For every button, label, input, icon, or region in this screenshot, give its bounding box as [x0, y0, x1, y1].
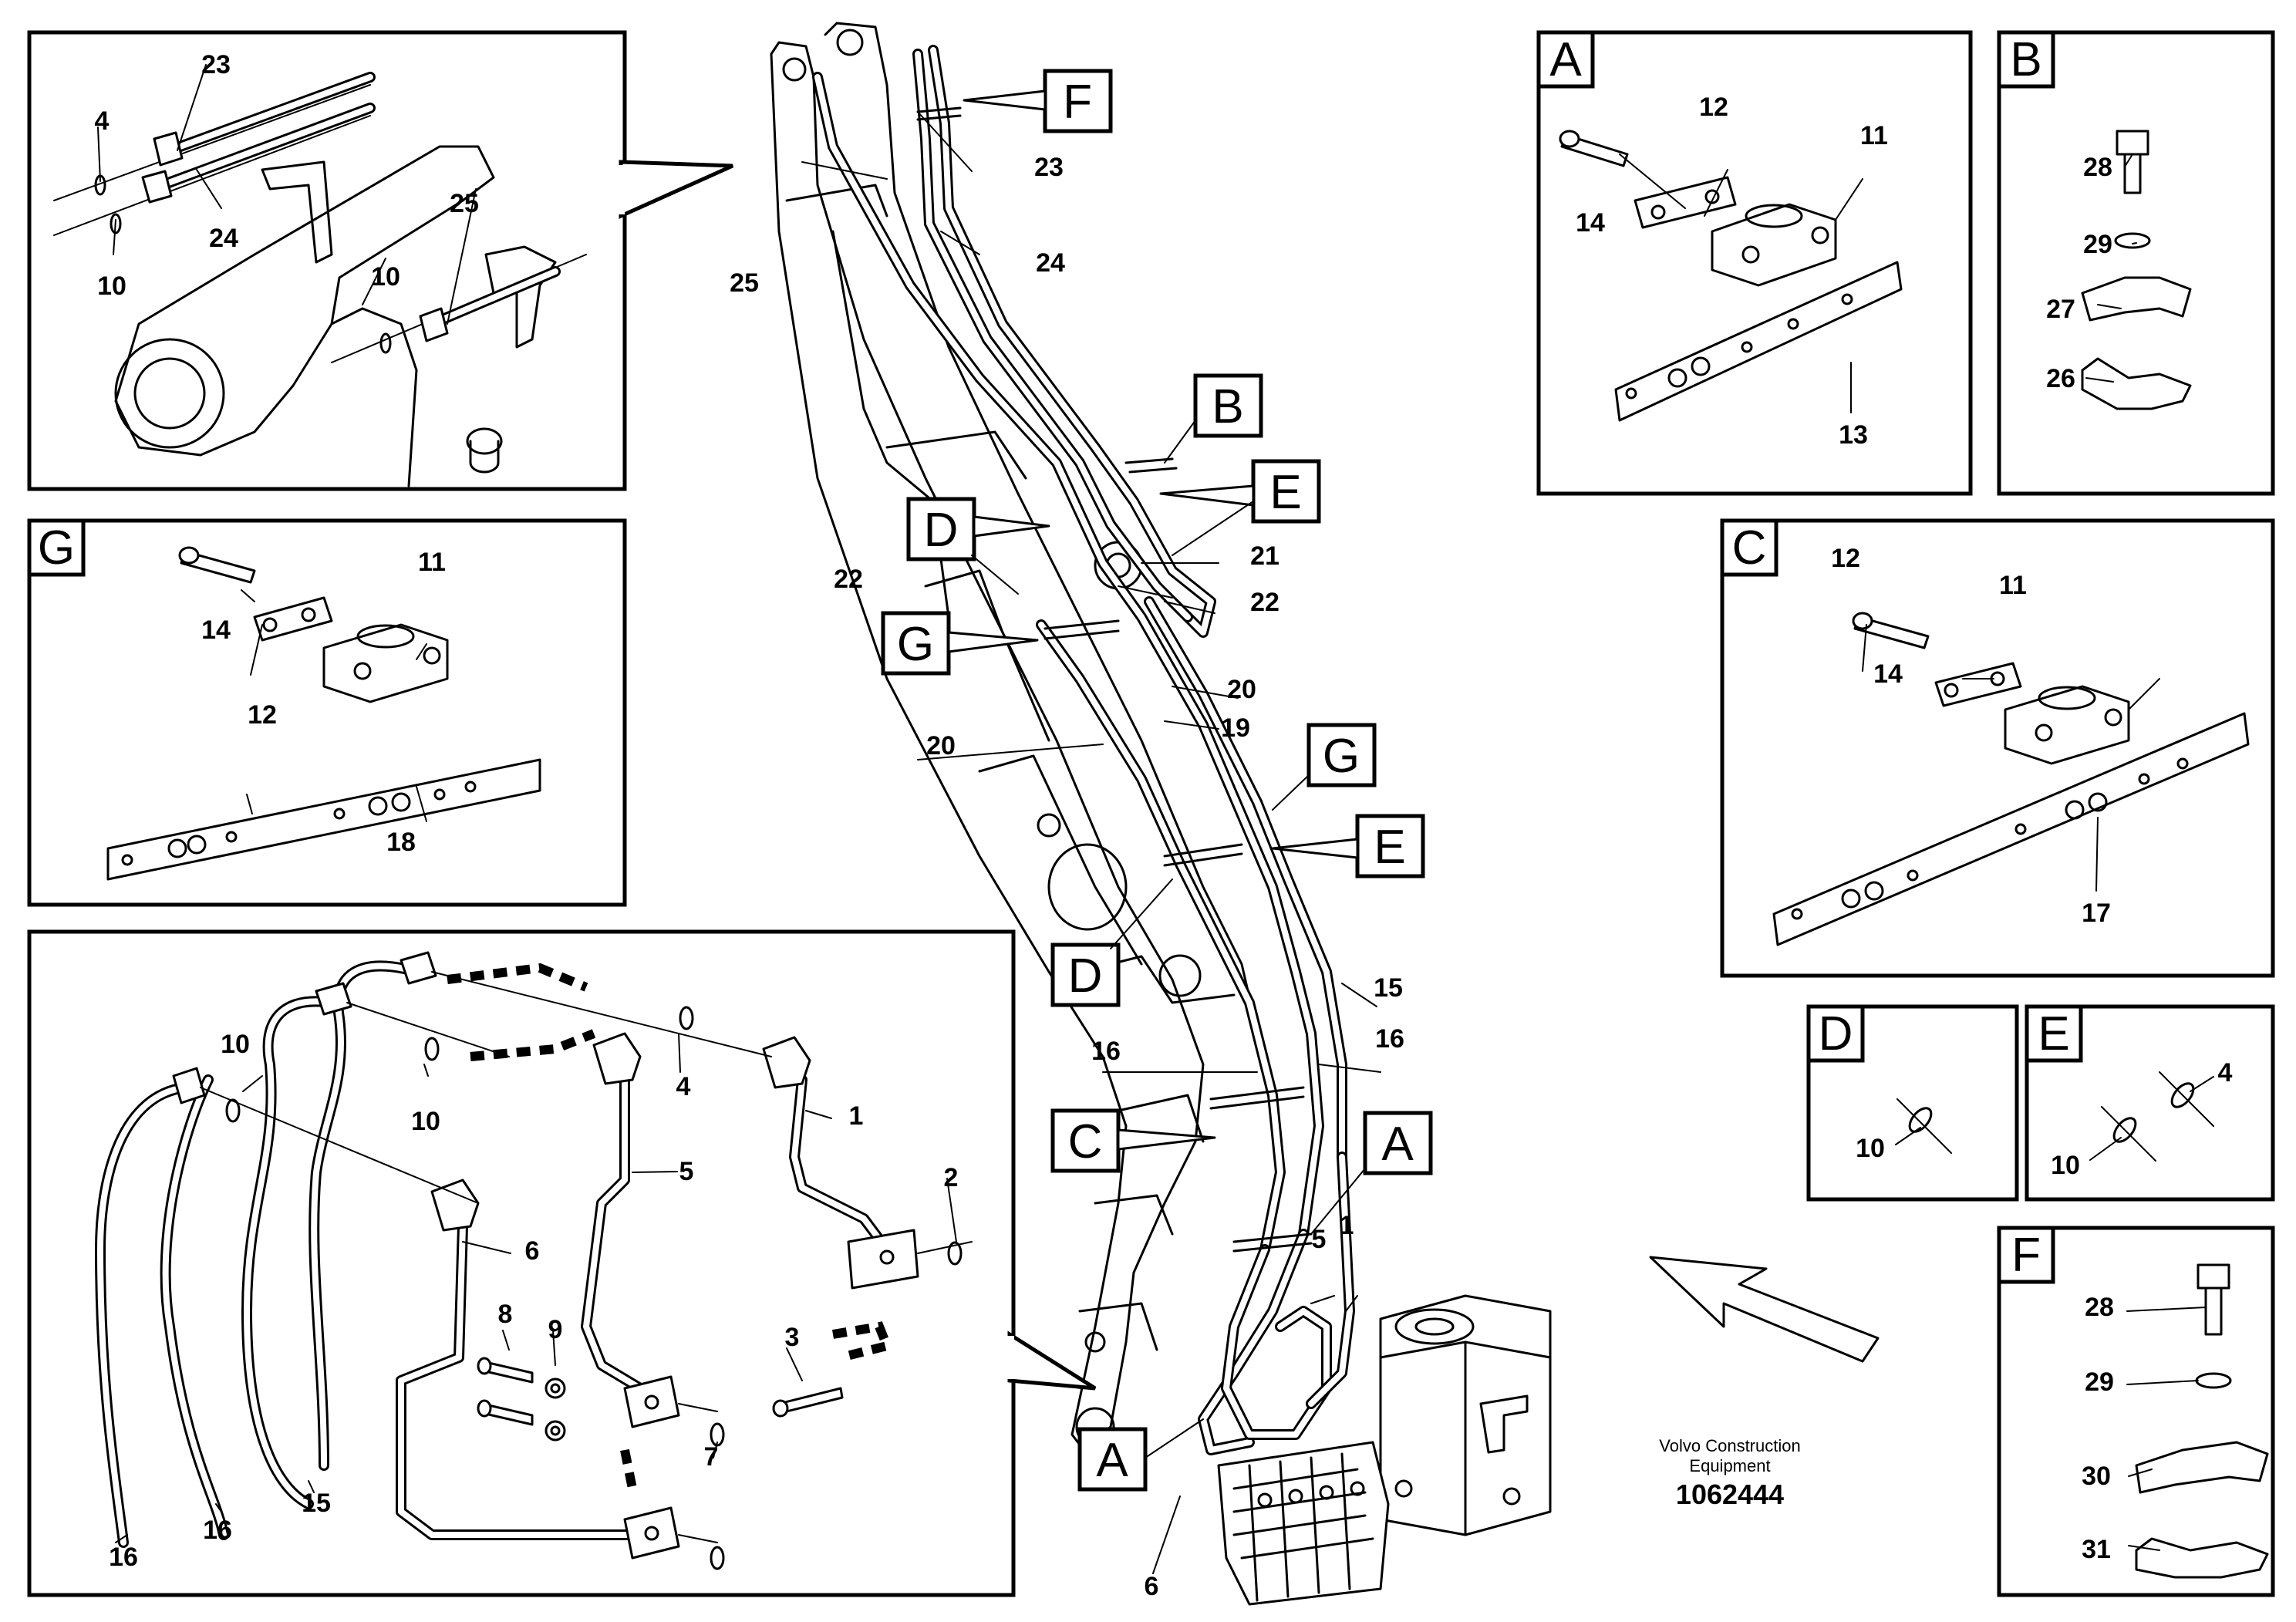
part-number-label-29: 29 [2085, 1367, 2114, 1397]
leader-lines [97, 64, 2214, 1574]
drawing-footer: Volvo Construction Equipment 1062444 [1659, 1436, 1800, 1510]
part-number-label-12: 12 [248, 700, 277, 730]
part-number-label-10: 10 [221, 1030, 250, 1059]
part-number-label-1: 1 [1340, 1211, 1354, 1240]
part-number-label-4: 4 [2218, 1058, 2233, 1088]
detail-tag-a: A [1096, 1434, 1128, 1487]
part-number-label-10: 10 [1856, 1134, 1885, 1163]
part-number-labels: 23 4 24 10 25 10 23 24 25 21 22 22 20 19… [95, 50, 2233, 1601]
part-number-label-14: 14 [201, 615, 231, 645]
part-number-label-16: 16 [109, 1543, 138, 1572]
part-number-label-24: 24 [1036, 248, 1065, 278]
detail-tag-d: D [1819, 1007, 1853, 1061]
detail-c [1720, 518, 2275, 978]
detail-hose-routing [27, 929, 1097, 1597]
tag-f: F [1063, 76, 1092, 129]
part-number-label-6: 6 [525, 1236, 540, 1266]
company-name-line2: Equipment [1689, 1456, 1770, 1475]
part-number-label-21: 21 [1250, 541, 1279, 571]
part-number-label-10: 10 [97, 271, 126, 301]
part-number-label-15: 15 [1374, 973, 1403, 1003]
part-number-label-4: 4 [676, 1072, 691, 1101]
part-number-label-28: 28 [2085, 1293, 2114, 1322]
part-number-label-17: 17 [2082, 899, 2111, 928]
detail-f [1997, 1226, 2275, 1597]
part-number-label-16: 16 [1375, 1024, 1404, 1054]
part-number-label-20: 20 [926, 731, 956, 760]
part-number-label-4: 4 [95, 106, 110, 136]
part-number-label-30: 30 [2082, 1462, 2111, 1491]
part-number-label-3: 3 [785, 1323, 800, 1352]
part-number-label-2: 2 [944, 1163, 959, 1192]
part-number-label-11: 11 [1860, 121, 1888, 150]
part-number-label-5: 5 [679, 1157, 694, 1186]
part-number-label-25: 25 [730, 268, 759, 298]
company-name-line1: Volvo Construction [1659, 1436, 1800, 1455]
part-number-label-19: 19 [1221, 713, 1250, 743]
part-number-label-11: 11 [1999, 571, 2027, 600]
detail-tag-c: C [1732, 521, 1767, 575]
part-number-label-6: 6 [1145, 1572, 1159, 1601]
part-number-label-23: 23 [1034, 153, 1064, 182]
part-number-label-14: 14 [1576, 208, 1605, 238]
part-number-label-23: 23 [201, 50, 231, 79]
detail-e [2025, 1004, 2275, 1202]
drawing-number: 1062444 [1676, 1479, 1784, 1510]
part-number-label-16: 16 [1091, 1037, 1121, 1066]
detail-tag-d: D [1068, 949, 1103, 1003]
part-number-label-28: 28 [2083, 153, 2112, 182]
direction-arrow [1649, 1256, 1880, 1363]
part-number-label-18: 18 [386, 828, 416, 857]
detail-tag-c: C [1068, 1115, 1103, 1168]
part-number-label-22: 22 [1250, 588, 1279, 617]
part-number-label-12: 12 [1699, 93, 1728, 122]
part-number-label-15: 15 [302, 1489, 331, 1518]
detail-a [1536, 30, 1973, 496]
detail-tag-g: G [38, 521, 75, 575]
detail-tag-f: F [2011, 1229, 2041, 1282]
detail-tag-b: B [2010, 33, 2041, 86]
detail-tag-e: E [1269, 466, 1301, 519]
part-number-label-31: 31 [2082, 1535, 2111, 1564]
part-number-label-27: 27 [2046, 295, 2075, 324]
part-number-label-20: 20 [1227, 675, 1256, 704]
detail-g [27, 518, 627, 907]
detail-tag-g: G [1323, 730, 1360, 783]
detail-top-left [27, 30, 734, 491]
detail-tag-g: G [897, 618, 934, 671]
tag-callouts: F B E D G G E D C A [27, 30, 2083, 1492]
part-number-label-10: 10 [2051, 1151, 2080, 1180]
part-number-label-10: 10 [411, 1107, 440, 1136]
part-number-label-5: 5 [1312, 1225, 1327, 1254]
part-number-label-16: 16 [203, 1516, 232, 1545]
part-number-label-11: 11 [418, 548, 446, 577]
part-number-label-8: 8 [498, 1300, 513, 1329]
part-number-label-29: 29 [2083, 230, 2112, 259]
part-number-label-26: 26 [2046, 364, 2075, 393]
part-number-label-14: 14 [1873, 659, 1903, 689]
detail-tag-a: A [1381, 1118, 1414, 1171]
part-number-label-1: 1 [849, 1101, 864, 1131]
part-number-label-10: 10 [371, 262, 400, 292]
boom-hose-lines [812, 45, 1355, 1455]
detail-tag-a: A [1549, 33, 1582, 86]
detail-tag-e: E [2038, 1007, 2069, 1061]
detail-b [1997, 30, 2275, 496]
detail-tag-e: E [1374, 821, 1405, 874]
detail-tag-b: B [1212, 380, 1243, 433]
part-number-label-25: 25 [450, 189, 479, 218]
part-number-label-22: 22 [834, 565, 863, 594]
part-number-label-12: 12 [1831, 544, 1860, 573]
detail-tag-d: D [924, 504, 959, 557]
part-number-label-13: 13 [1839, 420, 1868, 450]
control-valve-block [1217, 1294, 1552, 1606]
part-number-label-7: 7 [704, 1442, 719, 1472]
part-number-label-9: 9 [548, 1315, 563, 1344]
part-number-label-24: 24 [209, 224, 238, 253]
